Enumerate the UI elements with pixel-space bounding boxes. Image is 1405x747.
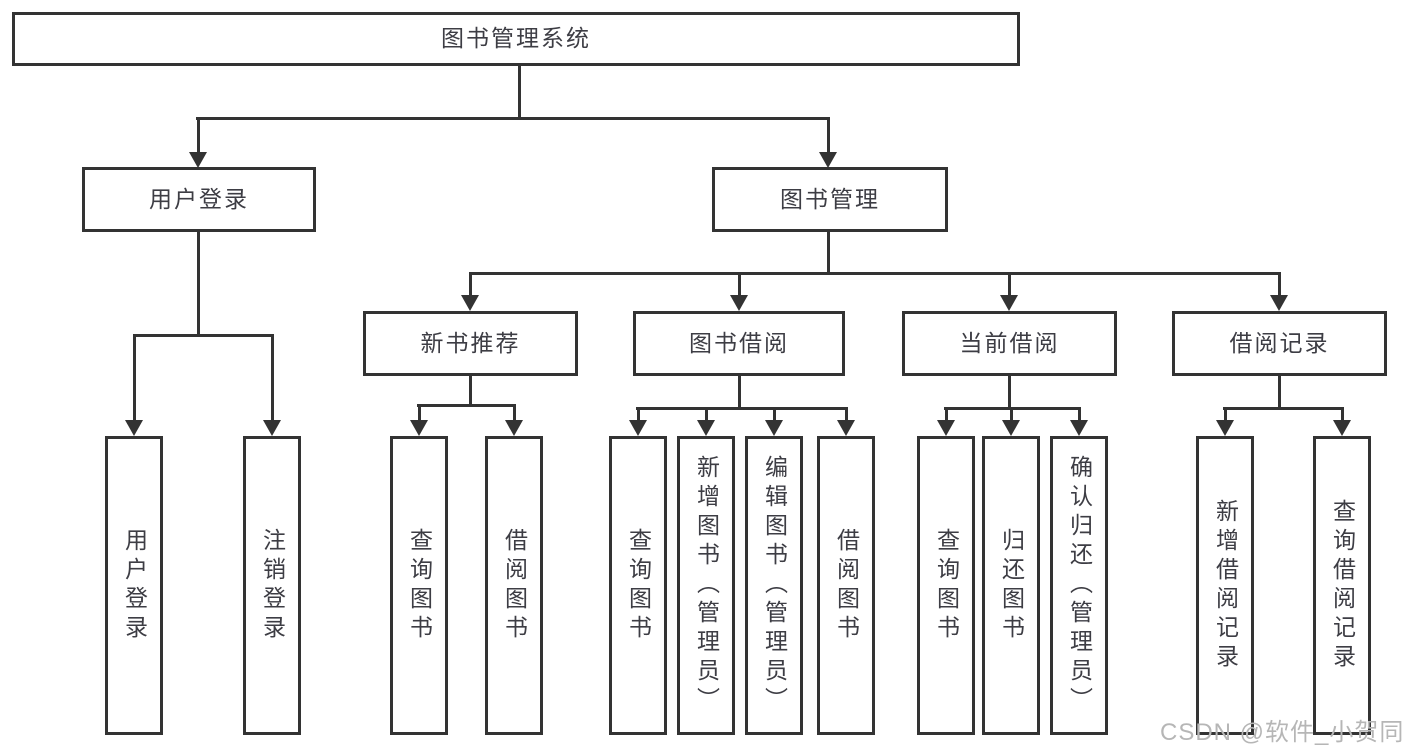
- arrow-down-icon: [730, 295, 748, 311]
- leaf-edit-books-admin: 编辑图书（管理员）: [745, 436, 803, 735]
- node-current-borrow: 当前借阅: [902, 311, 1117, 376]
- csdn-watermark: CSDN @软件_小贺同学: [1160, 719, 1405, 746]
- connector-drop: [705, 407, 708, 422]
- node-user-login: 用户登录: [82, 167, 316, 232]
- arrow-down-icon: [189, 152, 207, 168]
- connector-drop: [945, 407, 948, 422]
- leaf-query-books-recommend: 查询图书: [390, 436, 448, 735]
- leaf-user-login: 用户登录: [105, 436, 163, 735]
- connector-drop: [418, 404, 421, 422]
- leaf-return-books: 归还图书: [982, 436, 1040, 735]
- arrow-down-icon: [1270, 295, 1288, 311]
- leaf-borrow-books: 借阅图书: [817, 436, 875, 735]
- arrow-down-icon: [837, 420, 855, 436]
- arrow-down-icon: [819, 152, 837, 168]
- arrow-down-icon: [1070, 420, 1088, 436]
- connector-drop-book-management: [827, 117, 830, 152]
- leaf-borrow-books-recommend: 借阅图书: [485, 436, 543, 735]
- connector-user-login-splitter: [133, 334, 274, 337]
- connector-new-book-recommend-splitter: [417, 404, 516, 407]
- connector-user-login-stem: [197, 232, 200, 336]
- node-book-management: 图书管理: [712, 167, 948, 232]
- connector-drop-user-login: [197, 117, 200, 152]
- connector-drop-leaf-user-login: [133, 334, 136, 420]
- connector-drop: [1341, 407, 1344, 422]
- connector-level2-splitter: [196, 117, 830, 120]
- arrow-down-icon: [125, 420, 143, 436]
- leaf-add-borrow-record: 新增借阅记录: [1196, 436, 1254, 735]
- connector-current-borrow-stem: [1008, 376, 1011, 409]
- connector-root-stem: [518, 66, 521, 120]
- leaf-query-books-borrow: 查询图书: [609, 436, 667, 735]
- connector-drop: [1010, 407, 1013, 422]
- connector-drop-leaf-logout: [271, 334, 274, 420]
- connector-book-borrow-splitter: [636, 407, 848, 410]
- connector-level3-splitter: [469, 272, 1281, 275]
- node-root: 图书管理系统: [12, 12, 1020, 66]
- arrow-down-icon: [263, 420, 281, 436]
- arrow-down-icon: [505, 420, 523, 436]
- connector-borrow-record-stem: [1278, 376, 1281, 409]
- arrow-down-icon: [697, 420, 715, 436]
- arrow-down-icon: [1002, 420, 1020, 436]
- node-new-book-recommend: 新书推荐: [363, 311, 578, 376]
- leaf-logout: 注销登录: [243, 436, 301, 735]
- connector-drop: [1224, 407, 1227, 422]
- arrow-down-icon: [937, 420, 955, 436]
- connector-book-borrow-stem: [738, 376, 741, 409]
- arrow-down-icon: [1216, 420, 1234, 436]
- connector-new-book-recommend-stem: [469, 376, 472, 406]
- leaf-confirm-return-admin: 确认归还（管理员）: [1050, 436, 1108, 735]
- arrow-down-icon: [765, 420, 783, 436]
- node-book-borrow: 图书借阅: [633, 311, 845, 376]
- arrow-down-icon: [461, 295, 479, 311]
- connector-borrow-record-splitter: [1223, 407, 1344, 410]
- connector-drop-book-borrow: [738, 272, 741, 297]
- connector-book-management-stem: [827, 232, 830, 274]
- leaf-query-books-current: 查询图书: [917, 436, 975, 735]
- connector-drop-new-book-recommend: [469, 272, 472, 297]
- leaf-add-books-admin: 新增图书（管理员）: [677, 436, 735, 735]
- connector-drop-current-borrow: [1008, 272, 1011, 297]
- connector-drop: [637, 407, 640, 422]
- connector-drop: [513, 404, 516, 422]
- node-borrow-record: 借阅记录: [1172, 311, 1387, 376]
- arrow-down-icon: [1000, 295, 1018, 311]
- arrow-down-icon: [1333, 420, 1351, 436]
- connector-drop: [845, 407, 848, 422]
- leaf-query-borrow-record: 查询借阅记录: [1313, 436, 1371, 735]
- arrow-down-icon: [629, 420, 647, 436]
- connector-drop: [1078, 407, 1081, 422]
- connector-drop-borrow-record: [1278, 272, 1281, 297]
- connector-drop: [773, 407, 776, 422]
- arrow-down-icon: [410, 420, 428, 436]
